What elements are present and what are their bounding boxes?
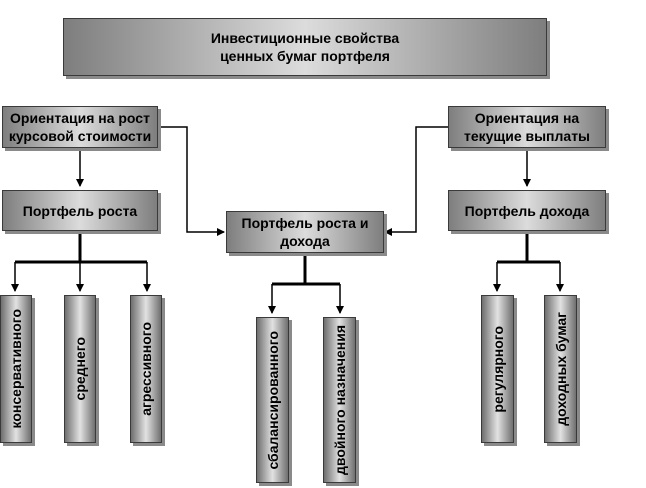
arrow-left-orientation-to-mixed bbox=[158, 126, 225, 236]
right-orientation-line-1: Ориентация на bbox=[474, 110, 580, 126]
mixed-portfolio-line-2: дохода bbox=[280, 233, 330, 249]
growth-portfolio-label: Портфель роста bbox=[22, 202, 138, 219]
growth-type-aggressive-label: агрессивного bbox=[138, 322, 154, 416]
income-type-regular: регулярного bbox=[481, 295, 514, 443]
mixed-type-dual-purpose-label: двойного назначения bbox=[331, 325, 348, 475]
growth-type-conservative: консервативного bbox=[0, 295, 32, 443]
growth-type-aggressive: агрессивного bbox=[130, 295, 162, 443]
right-orientation-line-2: текущие выплаты bbox=[463, 128, 591, 144]
mixed-type-dual-purpose: двойного назначения bbox=[323, 317, 356, 483]
income-type-income-securities-label: доходных бумаг bbox=[552, 312, 569, 426]
right-orientation-box: Ориентация на текущие выплаты bbox=[448, 106, 606, 148]
title-line-1: Инвестиционные свойства bbox=[210, 30, 400, 46]
income-type-income-securities: доходных бумаг bbox=[544, 295, 577, 443]
income-portfolio-box: Портфель дохода bbox=[448, 190, 606, 231]
income-type-regular-label: регулярного bbox=[489, 325, 506, 413]
title-box: Инвестиционные свойства ценных бумаг пор… bbox=[63, 18, 547, 76]
arrow-right-orientation-to-mixed bbox=[384, 126, 448, 236]
mixed-type-balanced: сбалансированного bbox=[256, 317, 289, 483]
growth-portfolio-box: Портфель роста bbox=[2, 190, 158, 231]
left-orientation-box: Ориентация на рост курсовой стоимости bbox=[2, 106, 158, 148]
growth-type-medium-label: среднего bbox=[72, 337, 88, 401]
growth-type-conservative-label: консервативного bbox=[8, 309, 24, 429]
mixed-type-balanced-label: сбалансированного bbox=[264, 330, 281, 470]
title-line-2: ценных бумаг портфеля bbox=[220, 48, 390, 64]
left-orientation-line-2: курсовой стоимости bbox=[8, 128, 152, 144]
left-orientation-line-1: Ориентация на рост bbox=[10, 110, 150, 126]
growth-type-medium: среднего bbox=[64, 295, 96, 443]
mixed-portfolio-box: Портфель роста и дохода bbox=[226, 211, 384, 253]
income-portfolio-label: Портфель дохода bbox=[464, 202, 590, 219]
mixed-portfolio-line-1: Портфель роста и bbox=[241, 215, 369, 231]
